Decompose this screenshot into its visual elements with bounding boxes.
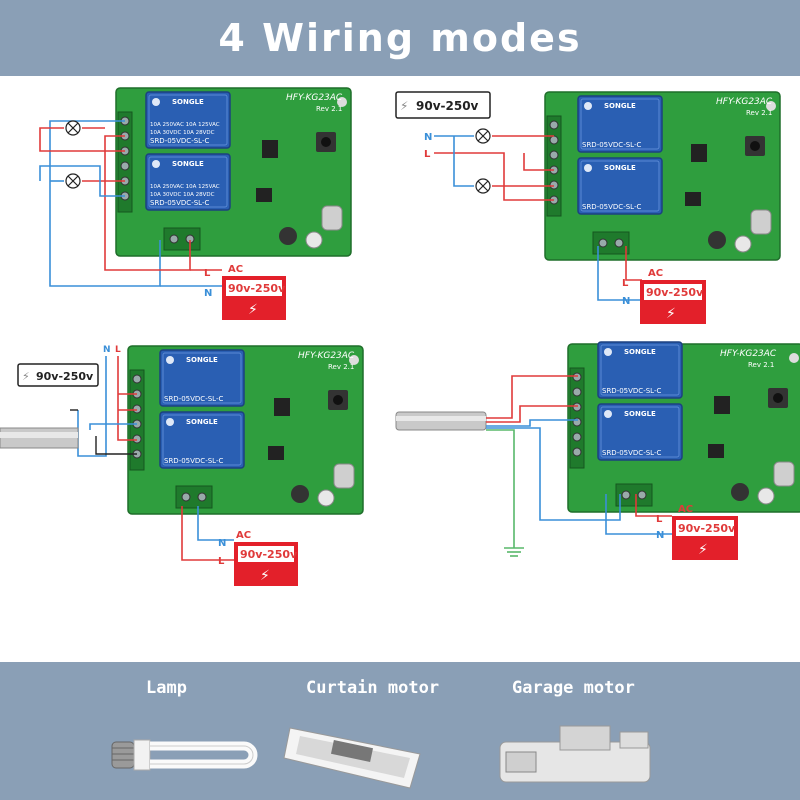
- lightning-icon: ⚡: [260, 568, 270, 584]
- relay-brand: SONGLE: [172, 160, 204, 168]
- power-range: 90v-250v: [240, 548, 298, 561]
- garage-motor-image: [499, 725, 651, 783]
- neutral-label: N: [218, 538, 226, 549]
- application-label-curtain-motor: Curtain motor: [306, 678, 440, 698]
- relay-model: SRD-05VDC-SL-C: [164, 457, 223, 465]
- neutral-label: N: [622, 296, 630, 307]
- board-model: HFY-KG23AC: [298, 351, 355, 361]
- live-label: L: [622, 278, 629, 289]
- neutral-label: N: [424, 132, 432, 143]
- relay-rating: 10A 250VAC 10A 125VAC: [150, 184, 220, 190]
- board-model: HFY-KG23AC: [716, 97, 773, 107]
- lightning-icon: ⚡: [248, 302, 258, 318]
- applications-footer: Lamp Curtain motor Garage motor: [0, 662, 800, 800]
- power-range: 90v-250v: [646, 286, 704, 299]
- lightning-icon: ⚡: [698, 542, 708, 558]
- header: 4 Wiring modes: [0, 0, 800, 76]
- wiring-panel-curtain-motor: ⚡ 90v-250v HFY-KG23AC Rev 2.1 SONGLE SRD…: [0, 345, 364, 586]
- neutral-label: N: [656, 530, 664, 541]
- live-label: L: [115, 345, 121, 355]
- wiring-diagrams: HFY-KG23AC Rev 2.1 SONGLE 10A 250VAC 10A…: [0, 87, 800, 586]
- voltage-tag: [17, 363, 99, 387]
- lamp-image: [111, 739, 258, 771]
- wiring-panel-lamps-parallel: ⚡ 90v-250v HFY-KG23AC Rev 2.1 SONGLE SRD…: [395, 91, 781, 324]
- curtain-motor-image: [283, 727, 421, 789]
- board-rev: Rev 2.1: [316, 105, 342, 113]
- relay-model: SRD-05VDC-SL-C: [602, 387, 661, 395]
- relay-model: SRD-05VDC-SL-C: [582, 141, 641, 149]
- wiring-panel-lamps: HFY-KG23AC Rev 2.1 SONGLE 10A 250VAC 10A…: [39, 87, 352, 320]
- voltage-tag-label: 90v-250v: [36, 370, 94, 383]
- relay-model: SRD-05VDC-SL-C: [582, 203, 641, 211]
- page-title: 4 Wiring modes: [218, 16, 582, 60]
- board-rev: Rev 2.1: [328, 363, 354, 371]
- power-range: 90v-250v: [228, 282, 286, 295]
- lightning-icon: ⚡: [666, 306, 676, 322]
- board-rev: Rev 2.1: [746, 109, 772, 117]
- relay-brand: SONGLE: [624, 410, 656, 418]
- live-label: L: [424, 149, 431, 160]
- relay-brand: SONGLE: [186, 418, 218, 426]
- neutral-label: N: [204, 288, 212, 299]
- wiring-stage: HFY-KG23AC Rev 2.1 SONGLE 10A 250VAC 10A…: [0, 76, 800, 662]
- relay-rating: 10A 250VAC 10A 125VAC: [150, 122, 220, 128]
- relay-model: SRD-05VDC-SL-C: [150, 137, 209, 145]
- relay-brand: SONGLE: [186, 356, 218, 364]
- relay-model: SRD-05VDC-SL-C: [602, 449, 661, 457]
- live-label: L: [218, 556, 225, 567]
- relay-model: SRD-05VDC-SL-C: [164, 395, 223, 403]
- live-label: L: [656, 514, 663, 525]
- ground-icon: [504, 547, 524, 557]
- voltage-icon: ⚡: [22, 370, 30, 383]
- application-label-lamp: Lamp: [146, 678, 187, 698]
- board-model: HFY-KG23AC: [286, 93, 343, 103]
- voltage-tag: [395, 91, 491, 119]
- relay-brand: SONGLE: [604, 102, 636, 110]
- board-rev: Rev 2.1: [748, 361, 774, 369]
- ac-label: AC: [648, 268, 663, 279]
- relay-brand: SONGLE: [172, 98, 204, 106]
- application-images: [111, 725, 651, 789]
- voltage-icon: ⚡: [400, 99, 408, 113]
- relay-brand: SONGLE: [604, 164, 636, 172]
- relay-rating-dc: 10A 30VDC 10A 28VDC: [150, 192, 215, 198]
- neutral-label: N: [103, 345, 111, 355]
- relay-brand: SONGLE: [624, 348, 656, 356]
- application-label-garage-motor: Garage motor: [512, 678, 635, 698]
- ac-label: AC: [228, 264, 243, 275]
- ac-label: AC: [236, 530, 251, 541]
- live-label: L: [204, 268, 211, 279]
- power-range: 90v-250v: [678, 522, 736, 535]
- board-model: HFY-KG23AC: [720, 349, 777, 359]
- voltage-tag-label: 90v-250v: [416, 99, 479, 113]
- wiring-panel-garage-motor: HFY-KG23AC Rev 2.1 SONGLE SRD-05VDC-SL-C…: [395, 341, 800, 560]
- relay-model: SRD-05VDC-SL-C: [150, 199, 209, 207]
- relay-rating-dc: 10A 30VDC 10A 28VDC: [150, 130, 215, 136]
- ac-label: AC: [678, 504, 693, 515]
